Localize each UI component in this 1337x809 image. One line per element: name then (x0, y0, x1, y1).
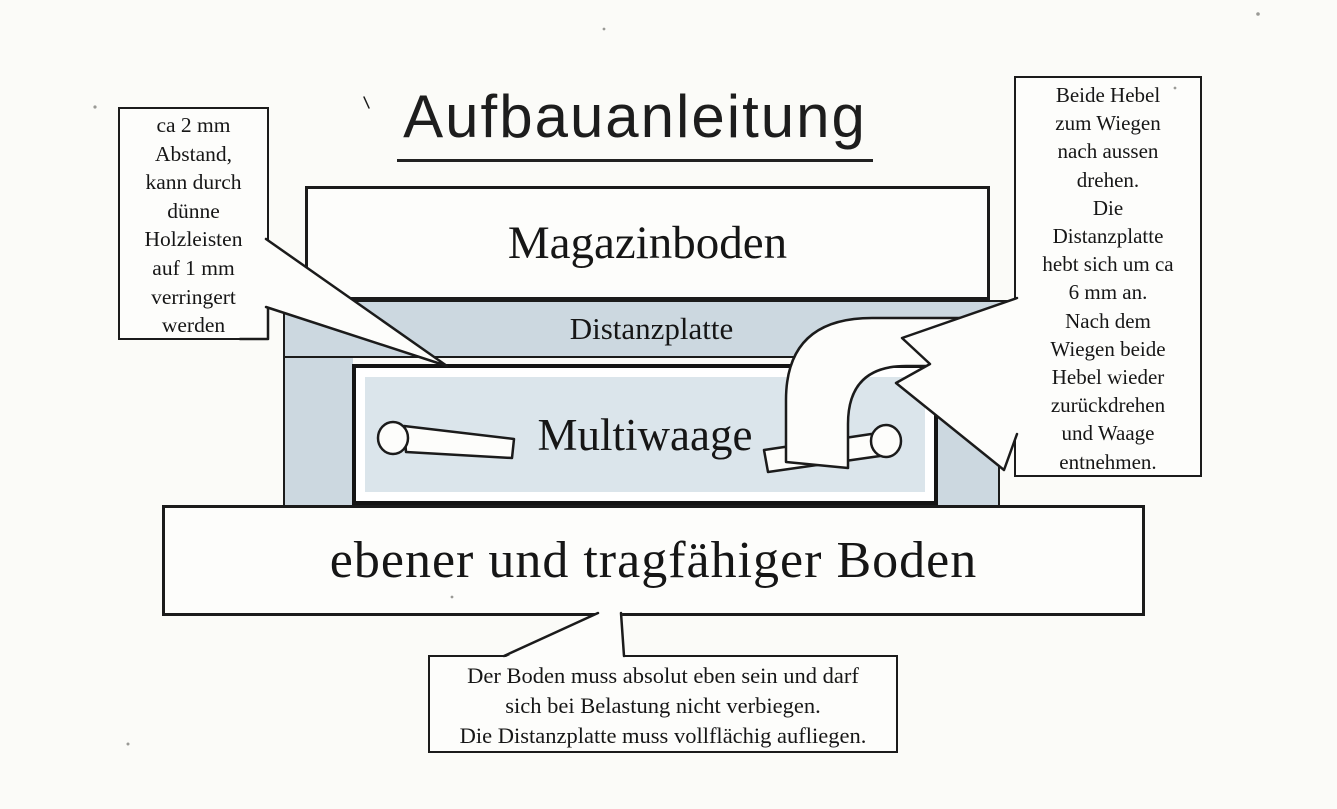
callout-floor-requirements: Der Boden muss absolut eben sein und dar… (428, 655, 898, 753)
magazinboden-label: Magazinboden (507, 217, 788, 269)
boden-label: ebener und tragfähiger Boden (329, 532, 978, 589)
right-support-column (938, 358, 1000, 508)
multiwaage-box: Multiwaage (352, 364, 938, 505)
callout-lever-instructions: Beide Hebel zum Wiegen nach aussen drehe… (1014, 76, 1202, 477)
callout-bottom-pointer-right-edge (619, 611, 626, 658)
callout-bottom-pointer-fill (504, 612, 625, 658)
callout-gap-note: ca 2 mm Abstand, kann durch dünne Holzle… (118, 107, 269, 340)
scan-speck (602, 27, 606, 31)
page-title-text: Aufbauanleitung (397, 82, 873, 162)
callout-bottom-pointer-left-edge (502, 611, 600, 658)
scan-speck (126, 742, 130, 746)
multiwaage-inner-panel: Multiwaage (365, 377, 925, 492)
scan-speck (93, 105, 97, 109)
distanzplatte-label: Distanzplatte (569, 311, 734, 346)
boden-box: ebener und tragfähiger Boden (162, 505, 1145, 616)
magazinboden-box: Magazinboden (305, 186, 990, 300)
multiwaage-label: Multiwaage (537, 409, 753, 460)
distanzplatte-bar: Distanzplatte (283, 300, 1020, 358)
page-title: Aufbauanleitung (375, 82, 895, 162)
left-support-column (283, 358, 353, 508)
scan-stray-mark (363, 96, 370, 109)
scan-speck (1256, 12, 1260, 16)
